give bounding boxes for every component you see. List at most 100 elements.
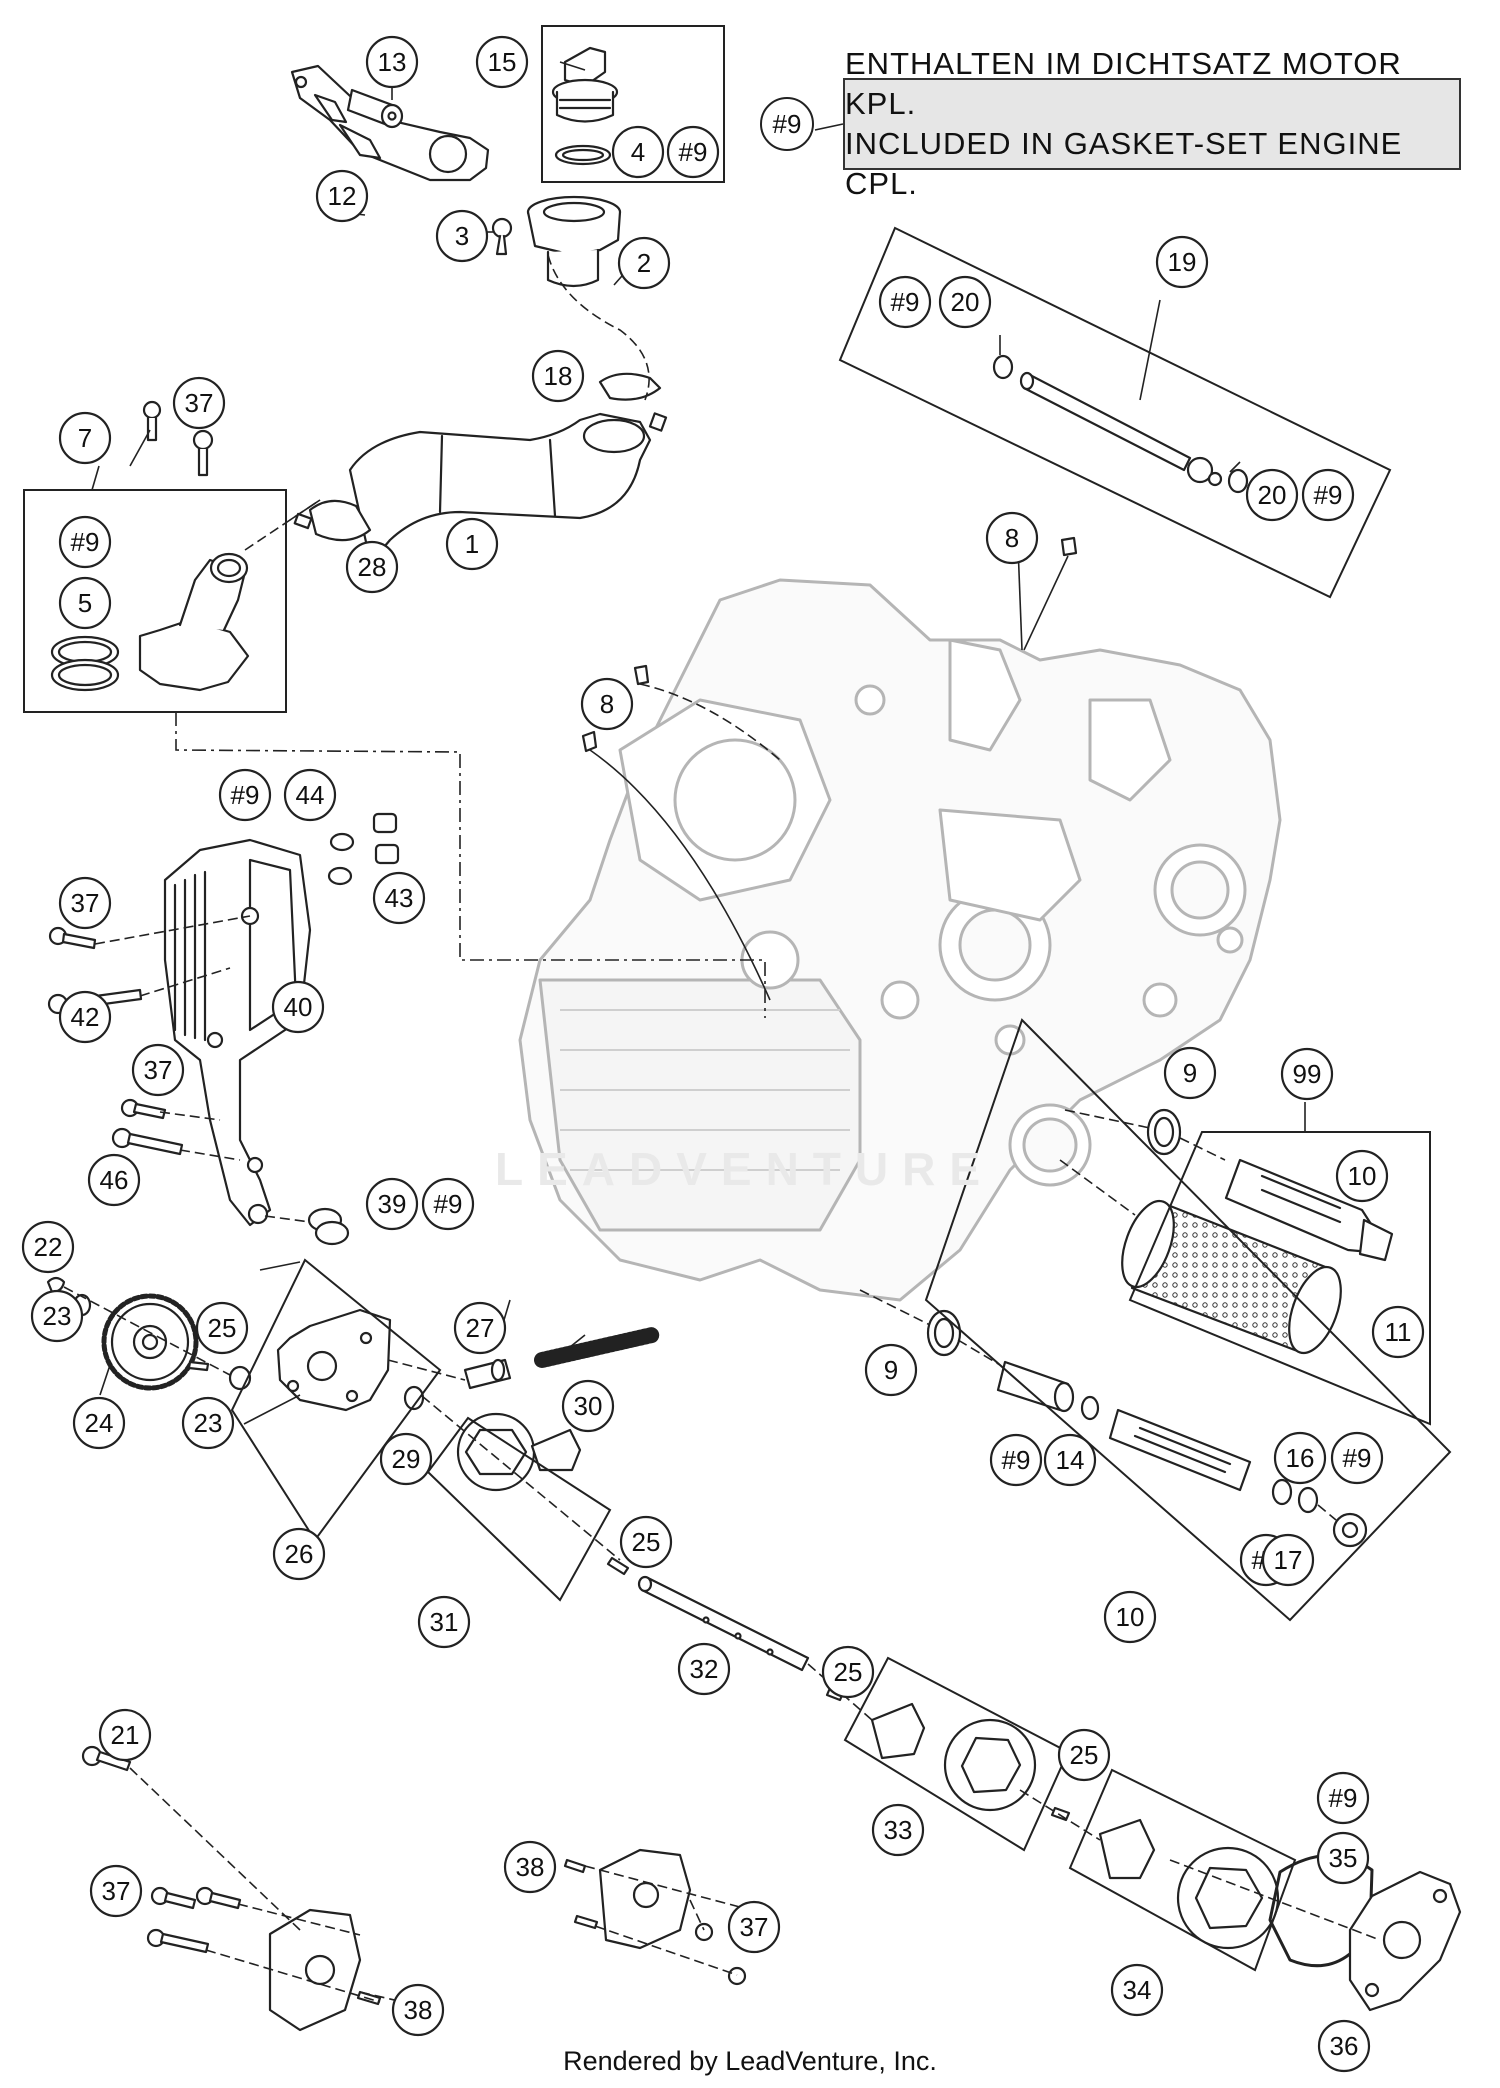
callout-label: 43 [385, 883, 414, 913]
callout-label: 37 [71, 888, 100, 918]
callout-circle [503, 1840, 557, 1894]
callout-circle [938, 275, 992, 329]
callout-circle [666, 125, 720, 179]
callout-circle [1371, 1305, 1425, 1359]
callout-label: 16 [1286, 1443, 1315, 1473]
callout-c24: 24 [72, 1396, 126, 1450]
leader-lines [63, 61, 1381, 2013]
callout-label: #9 [1002, 1445, 1031, 1475]
screw-part [491, 217, 513, 256]
callout-c10b: 10 [1103, 1590, 1157, 1644]
callout-c8a: 8 [985, 511, 1039, 565]
o-ring-part [50, 635, 120, 692]
callout-c31: 31 [417, 1595, 471, 1649]
callout-circle [864, 1343, 918, 1397]
callout-label: 46 [100, 1165, 129, 1195]
callout-circle [271, 980, 325, 1034]
callout-circle [1330, 1431, 1384, 1485]
callout-c23b: 23 [181, 1396, 235, 1450]
callout-label: 27 [466, 1313, 495, 1343]
group-box-7 [23, 489, 287, 713]
callout-c4: 4 [611, 125, 665, 179]
callout-circle [821, 1645, 875, 1699]
callout-c40: 40 [271, 980, 325, 1034]
note-line-de: ENTHALTEN IM DICHTSATZ MOTOR KPL. [845, 46, 1402, 121]
group-box-34 [1068, 1768, 1297, 1972]
callout-label: 23 [43, 1301, 72, 1331]
callout-circle [272, 1527, 326, 1581]
hose-clamp-part [598, 372, 668, 432]
callout-label: #9 [1329, 1783, 1358, 1813]
callout-circle [218, 768, 272, 822]
callout-c32: 32 [677, 1642, 731, 1696]
callout-c46: 46 [87, 1153, 141, 1207]
callout-c22: 22 [21, 1220, 75, 1274]
pump-cover-part [276, 1308, 392, 1412]
pump-housing-part [1348, 1870, 1462, 2012]
callout-circle [475, 35, 529, 89]
callout-c8b: 8 [580, 677, 634, 731]
callout-circle [21, 1220, 75, 1274]
callout-circle [391, 1983, 445, 2037]
callout-c23a: 23 [30, 1289, 84, 1343]
pump-cover-part [81, 1745, 382, 2032]
callout-c20b: 20 [1245, 468, 1299, 522]
callout-label: 25 [834, 1657, 863, 1687]
callout-c43: 43 [372, 871, 426, 925]
callout-circle [58, 411, 112, 465]
callout-circle [172, 376, 226, 430]
callout-c38b: 38 [391, 1983, 445, 2037]
callout-c99: 99 [1280, 1047, 1334, 1101]
callout-label: 35 [1329, 1843, 1358, 1873]
callout-circle [435, 209, 489, 263]
callout-label: #9 [679, 137, 708, 167]
callout-circle [1057, 1728, 1111, 1782]
callout-label: 26 [285, 1539, 314, 1569]
pump-rotor-part [870, 1702, 1037, 1812]
callout-label: 10 [1116, 1602, 1145, 1632]
callout-label: 29 [392, 1444, 421, 1474]
callout-label: 14 [1056, 1445, 1085, 1475]
clamp-part [293, 499, 372, 542]
callout-label: 38 [516, 1852, 545, 1882]
callout-label: 40 [284, 992, 313, 1022]
callout-c9d: #9 [58, 515, 112, 569]
callout-circle [58, 515, 112, 569]
bolt-part [142, 400, 214, 477]
callout-c28: 28 [345, 540, 399, 594]
render-credit: Rendered by LeadVenture, Inc. [563, 2046, 937, 2076]
callout-circle [372, 871, 426, 925]
callout-label: 19 [1168, 247, 1197, 277]
callout-circle [617, 236, 671, 290]
callout-c12: 12 [315, 169, 369, 223]
callout-circle [1316, 1831, 1370, 1885]
callout-circle [1155, 235, 1209, 289]
callout-c26: 26 [272, 1527, 326, 1581]
callout-c33: 33 [871, 1803, 925, 1857]
callout-circle [283, 768, 337, 822]
callout-c9b: #9 [878, 275, 932, 329]
callout-circle [677, 1642, 731, 1696]
callout-c9c: #9 [1301, 468, 1355, 522]
callout-circle [30, 1289, 84, 1343]
pump-rotor-part [456, 1412, 582, 1492]
callout-circle [561, 1379, 615, 1433]
callout-c13: 13 [365, 35, 419, 89]
callout-label: 22 [34, 1232, 63, 1262]
callout-label: 12 [328, 181, 357, 211]
callout-circle [379, 1432, 433, 1486]
callout-circle [1273, 1431, 1327, 1485]
callout-label: 37 [144, 1055, 173, 1085]
callout-c9l: #9 [1316, 1771, 1370, 1825]
callout-circle [365, 35, 419, 89]
callout-label: 42 [71, 1002, 100, 1032]
callout-c37e: 37 [727, 1900, 781, 1954]
callout-circle [1261, 1533, 1315, 1587]
callout-label: 8 [600, 689, 614, 719]
callout-c35: 35 [1316, 1831, 1370, 1885]
callout-c38a: 38 [503, 1840, 557, 1894]
strainer-part [1224, 1158, 1394, 1262]
callout-c14: 14 [1043, 1433, 1097, 1487]
